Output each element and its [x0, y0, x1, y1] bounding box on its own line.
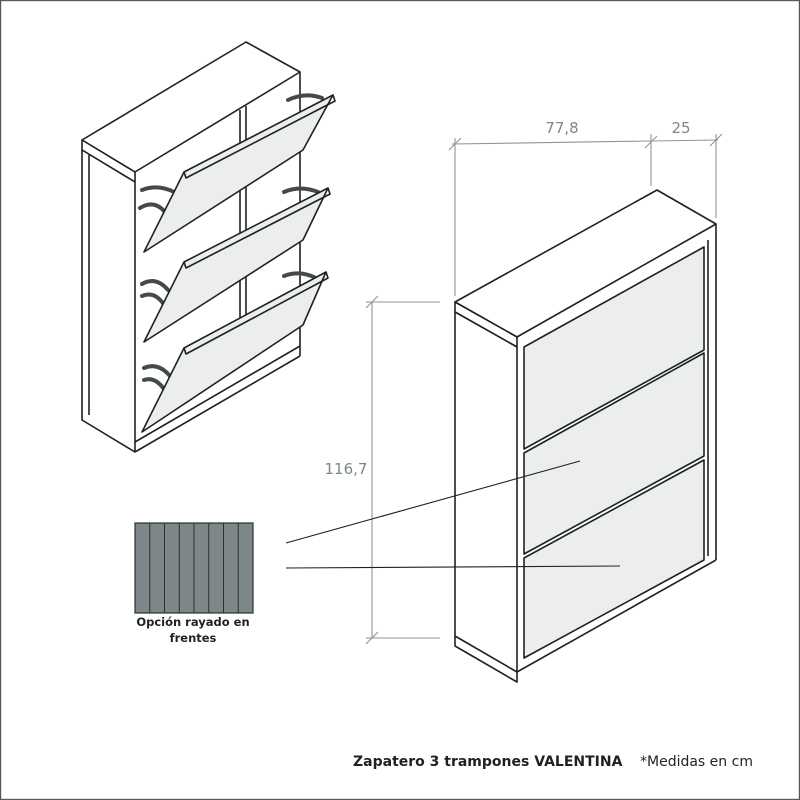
- height-tick: [365, 631, 379, 645]
- width-label: 77,8: [545, 119, 578, 137]
- dimensions: 77,8 25 116,7: [325, 119, 723, 645]
- width-tick: [448, 137, 462, 151]
- closed-cabinet-side: [454, 311, 518, 673]
- closed-cabinet-drawing: [454, 189, 717, 683]
- front-door-middle: [523, 352, 705, 555]
- height-label: 116,7: [325, 460, 368, 478]
- product-title: Zapatero 3 trampones VALENTINA: [353, 754, 623, 770]
- open-door-bottom-thickness: [183, 271, 329, 355]
- hinge-icon: [140, 279, 170, 292]
- open-door-middle: [143, 187, 329, 343]
- open-door-middle-thickness: [183, 187, 331, 269]
- striped-front-swatch: [134, 522, 254, 614]
- open-door-top: [143, 94, 334, 253]
- closed-cabinet-plinth: [454, 636, 518, 683]
- open-cabinet-drawing: [81, 41, 336, 453]
- open-door-top-thickness: [183, 94, 336, 179]
- hinge-icon: [140, 185, 176, 194]
- open-cabinet-bottom-edge: [134, 355, 301, 453]
- leader-line: [285, 460, 581, 544]
- units-note: *Medidas en cm: [640, 754, 753, 770]
- closed-cabinet-bottom-edge: [516, 559, 717, 673]
- height-tick: [365, 295, 379, 309]
- open-door-bottom: [141, 271, 327, 433]
- hinge-icon: [282, 186, 320, 194]
- width-tick: [709, 133, 723, 147]
- swatch-caption-line2: frentes: [170, 631, 217, 645]
- depth-label: 25: [671, 119, 690, 137]
- front-door-top: [523, 246, 705, 450]
- hinge-icon: [142, 364, 172, 378]
- leader-line: [285, 565, 621, 569]
- width-dimension-line: [451, 139, 719, 145]
- front-door-bottom: [523, 459, 705, 659]
- open-cabinet-side: [81, 149, 136, 453]
- swatch-caption-line1: Opción rayado en: [136, 615, 249, 629]
- hinge-icon: [286, 93, 324, 102]
- width-tick: [644, 135, 658, 149]
- hinge-icon: [282, 271, 318, 280]
- open-cabinet-bottom-edge-2: [134, 345, 301, 443]
